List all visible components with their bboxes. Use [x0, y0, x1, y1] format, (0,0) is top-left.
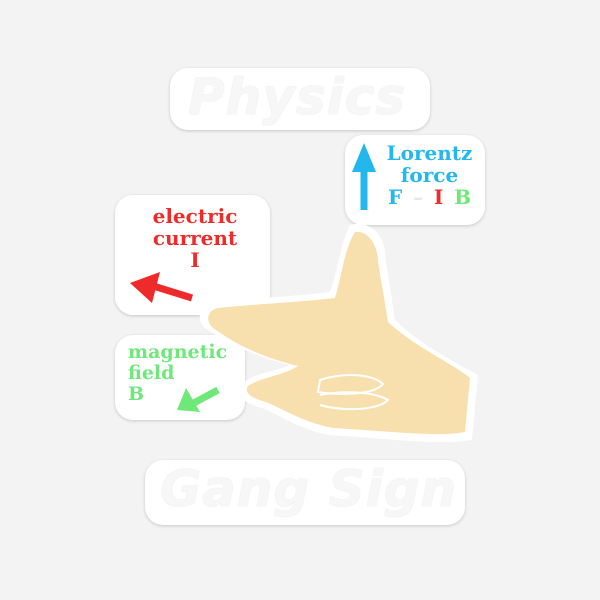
- formula-sep: –: [413, 185, 424, 209]
- current-label: electric current I: [140, 205, 250, 271]
- magnetic-line2: field: [128, 361, 175, 384]
- magnetic-arrow-icon: [177, 386, 220, 412]
- title-physics: Physics: [188, 68, 407, 126]
- title-backing-top: [170, 68, 430, 130]
- hand-shape: [208, 231, 470, 435]
- title-gang-sign: Gang Sign: [160, 460, 458, 518]
- current-line2: current: [152, 226, 238, 250]
- formula-F: F: [388, 185, 403, 209]
- magnetic-line1: magnetic: [128, 341, 228, 363]
- lorentz-label: Lorentz force F – I B: [382, 142, 477, 208]
- current-arrow-icon: [130, 272, 194, 303]
- formula-B: B: [454, 185, 471, 209]
- formula-I: I: [433, 185, 444, 209]
- lorentz-line1: Lorentz: [386, 141, 473, 165]
- magnetic-label: magnetic field B: [128, 342, 227, 405]
- lorentz-backing: [345, 135, 485, 225]
- title-backing-bottom: [145, 460, 465, 525]
- lorentz-arrow-icon: [352, 143, 376, 210]
- lorentz-line2: force: [400, 163, 459, 187]
- current-line1: electric: [152, 204, 238, 228]
- magnetic-symbol: B: [128, 382, 145, 405]
- current-symbol: I: [190, 248, 200, 272]
- lorentz-formula: F – I B: [382, 186, 477, 208]
